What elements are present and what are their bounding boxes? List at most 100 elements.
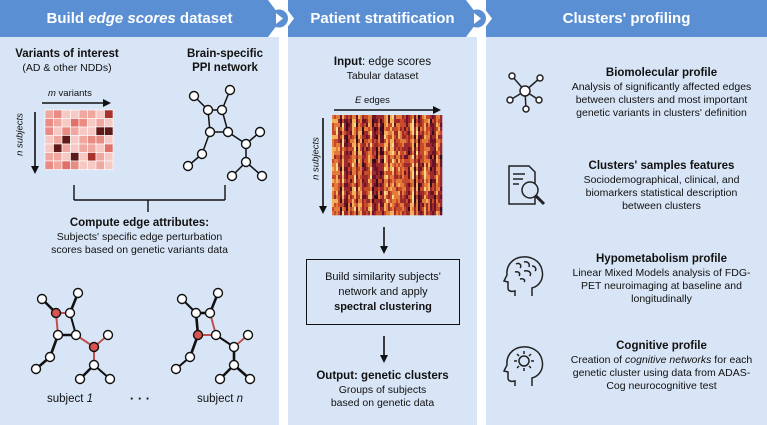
heatmap-cell <box>422 131 425 136</box>
heatmap-cell <box>404 187 407 192</box>
heatmap-cell <box>418 175 421 180</box>
ppi-title-2: PPI network <box>192 62 258 74</box>
heatmap-cell <box>342 183 345 188</box>
matrix-cell <box>87 160 97 170</box>
heatmap-cell <box>392 143 395 148</box>
heatmap-cell <box>342 163 345 168</box>
heatmap-cell <box>354 195 357 200</box>
heatmap-cell <box>364 167 367 172</box>
heatmap-cell <box>362 203 365 208</box>
heatmap-cell <box>342 135 345 140</box>
heatmap-cell <box>370 179 373 184</box>
heatmap-cell <box>352 199 355 204</box>
heatmap-cell <box>416 123 419 128</box>
heatmap-cell <box>348 115 351 120</box>
heatmap-cell <box>398 191 401 196</box>
heatmap-cell <box>362 147 365 152</box>
heatmap-cell <box>354 147 357 152</box>
heatmap-cell <box>344 163 347 168</box>
heatmap-cell <box>414 183 417 188</box>
heatmap-cell <box>406 139 409 144</box>
heatmap-cell <box>380 179 383 184</box>
heatmap-cell <box>440 123 443 128</box>
heatmap-cell <box>372 115 375 120</box>
heatmap-cell <box>354 211 357 216</box>
heatmap-cell <box>372 195 375 200</box>
heatmap-cell <box>370 115 373 120</box>
heatmap-cell <box>434 199 437 204</box>
heatmap-cell <box>340 131 343 136</box>
heatmap-cell <box>342 175 345 180</box>
heatmap-cell <box>374 127 377 132</box>
heatmap-cell <box>400 183 403 188</box>
heatmap-cell <box>348 139 351 144</box>
heatmap-cell <box>338 115 341 120</box>
heatmap-cell <box>350 135 353 140</box>
heatmap-cell <box>432 139 435 144</box>
heatmap-cell <box>400 127 403 132</box>
heatmap-cell <box>422 127 425 132</box>
heatmap-cell <box>356 151 359 156</box>
heatmap-cell <box>426 191 429 196</box>
heatmap-cell <box>398 195 401 200</box>
heatmap-cell <box>350 175 353 180</box>
heatmap-cell <box>354 143 357 148</box>
heatmap-cell <box>340 147 343 152</box>
heatmap-cell <box>332 207 335 212</box>
heatmap-cell <box>348 143 351 148</box>
heatmap-cell <box>420 207 423 212</box>
heatmap-cell <box>384 127 387 132</box>
heatmap-cell <box>398 143 401 148</box>
heatmap-cell <box>434 159 437 164</box>
heatmap-cell <box>332 159 335 164</box>
heatmap-cell <box>438 123 441 128</box>
heatmap-cell <box>404 199 407 204</box>
heatmap-cell <box>436 115 439 120</box>
heatmap-cell <box>404 127 407 132</box>
heatmap-cell <box>430 163 433 168</box>
heatmap-cell <box>412 175 415 180</box>
heatmap-cell <box>424 131 427 136</box>
heatmap-cell <box>440 131 443 136</box>
heatmap-cell <box>338 155 341 160</box>
heatmap-cell <box>392 167 395 172</box>
heatmap-cell <box>336 155 339 160</box>
heatmap-cell <box>360 167 363 172</box>
heatmap-cell <box>428 195 431 200</box>
heatmap-cell <box>350 163 353 168</box>
heatmap-cell <box>390 163 393 168</box>
heatmap-cell <box>398 155 401 160</box>
heatmap-cell <box>400 139 403 144</box>
heatmap-cell <box>408 175 411 180</box>
heatmap-cell <box>360 163 363 168</box>
heatmap-cell <box>436 151 439 156</box>
heatmap-cell <box>380 119 383 124</box>
heatmap-cell <box>438 171 441 176</box>
heatmap-cell <box>346 151 349 156</box>
heatmap-cell <box>376 147 379 152</box>
heatmap-cell <box>346 167 349 172</box>
heatmap-cell <box>348 135 351 140</box>
heatmap-cell <box>370 163 373 168</box>
heatmap-cell <box>332 195 335 200</box>
heatmap-cell <box>414 175 417 180</box>
heatmap-cell <box>382 139 385 144</box>
heatmap-cell <box>390 147 393 152</box>
heatmap-cell <box>370 195 373 200</box>
heatmap-cell <box>392 163 395 168</box>
heatmap-cell <box>418 123 421 128</box>
heatmap-cell <box>410 155 413 160</box>
heatmap-cell <box>428 163 431 168</box>
heatmap-cell <box>342 123 345 128</box>
heatmap-cell <box>354 123 357 128</box>
heatmap-cell <box>432 151 435 156</box>
heatmap-cell <box>398 207 401 212</box>
matrix-cell <box>61 143 71 153</box>
heatmap-cell <box>338 203 341 208</box>
heatmap-cell <box>386 207 389 212</box>
heatmap-cell <box>350 123 353 128</box>
heatmap-cell <box>406 163 409 168</box>
heatmap-cell <box>334 131 337 136</box>
heatmap-cell <box>342 139 345 144</box>
e-italic: E <box>355 95 362 106</box>
